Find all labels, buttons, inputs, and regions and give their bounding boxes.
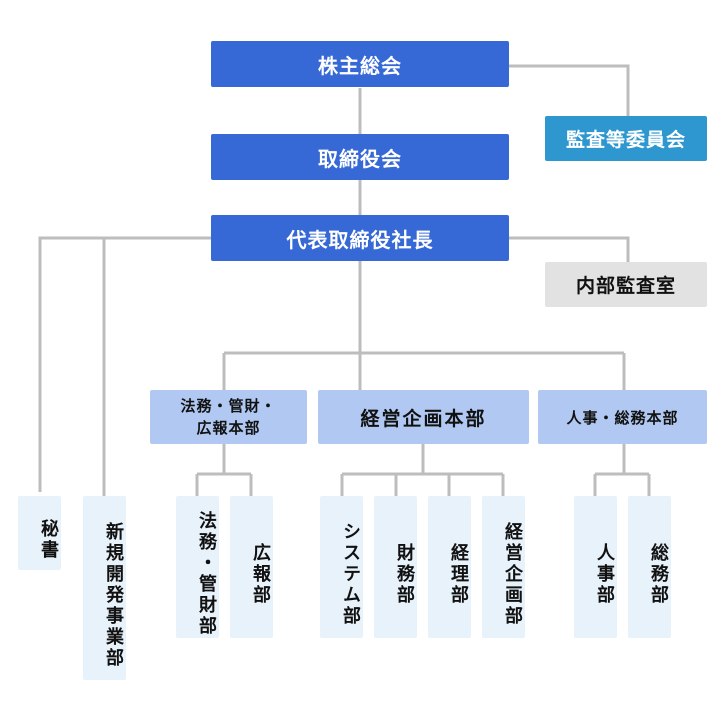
general-affairs-dept-box: 総務部 xyxy=(628,496,671,638)
legal-division-label: 法務・管財・ 広報本部 xyxy=(180,397,277,437)
internal-audit-label: 内部監査室 xyxy=(575,275,676,297)
hr-division-label: 人事・総務本部 xyxy=(566,408,679,427)
new-business-dept-label: 新規開発事業部 xyxy=(103,521,124,669)
connector-legal-depts xyxy=(195,444,253,496)
pr-dept-box: 広報部 xyxy=(230,496,273,638)
hr-dept-label: 人事部 xyxy=(594,542,615,606)
audit-committee-label: 監査等委員会 xyxy=(565,129,686,151)
hr-dept-box: 人事部 xyxy=(574,496,617,638)
board-of-directors-box: 取締役会 xyxy=(211,134,509,180)
system-dept-label: システム部 xyxy=(340,521,361,627)
pr-dept-label: 広報部 xyxy=(250,542,271,606)
planning-division-box: 経営企画本部 xyxy=(318,390,529,444)
ceo-box: 代表取締役社長 xyxy=(211,215,509,261)
connector-ceo-internal xyxy=(508,236,630,262)
new-business-dept-box: 新規開発事業部 xyxy=(83,496,126,680)
secretary-dept-box: 秘書 xyxy=(18,496,61,570)
shareholders-meeting-label: 株主総会 xyxy=(318,53,402,78)
corp-planning-dept-box: 経営企画部 xyxy=(482,496,525,638)
connector-shareholders-audit xyxy=(508,64,630,116)
internal-audit-box: 内部監査室 xyxy=(545,262,707,307)
connector-ceo-left-branch xyxy=(38,236,212,492)
finance-dept-box: 財務部 xyxy=(374,496,417,638)
connector-planning-depts xyxy=(340,444,505,496)
audit-committee-box: 監査等委員会 xyxy=(545,116,707,161)
ceo-label: 代表取締役社長 xyxy=(286,227,434,252)
hr-division-box: 人事・総務本部 xyxy=(538,390,707,444)
connector-hr-depts xyxy=(593,444,651,496)
general-affairs-dept-label: 総務部 xyxy=(648,542,669,606)
legal-division-box: 法務・管財・ 広報本部 xyxy=(150,390,307,444)
planning-division-label: 経営企画本部 xyxy=(360,407,487,430)
corp-planning-dept-label: 経営企画部 xyxy=(502,521,523,627)
accounting-dept-label: 経理部 xyxy=(448,542,469,606)
system-dept-box: システム部 xyxy=(320,496,363,638)
accounting-dept-box: 経理部 xyxy=(428,496,471,638)
shareholders-meeting-box: 株主総会 xyxy=(211,41,509,87)
legal-admin-dept-label: 法務・管財部 xyxy=(196,511,217,637)
board-of-directors-label: 取締役会 xyxy=(318,146,402,171)
finance-dept-label: 財務部 xyxy=(394,542,415,606)
secretary-dept-label: 秘書 xyxy=(38,519,59,561)
legal-admin-dept-box: 法務・管財部 xyxy=(176,496,219,638)
